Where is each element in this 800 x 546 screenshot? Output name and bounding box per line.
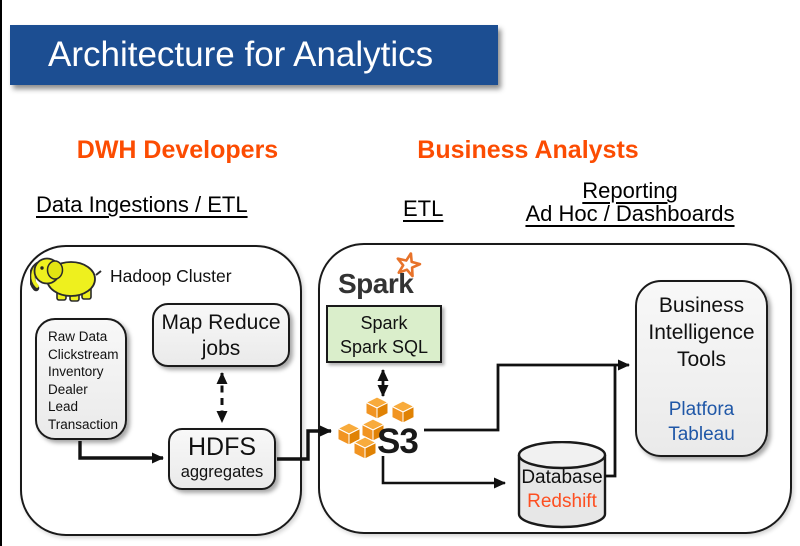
bi-tool-tableau: Tableau bbox=[668, 424, 735, 445]
heading-business-analysts: Business Analysts bbox=[417, 136, 639, 164]
raw-data-line: Dealer bbox=[48, 381, 88, 397]
label-reporting: Reporting bbox=[582, 178, 678, 203]
bi-line1: Business bbox=[658, 294, 745, 317]
spark-star-icon bbox=[396, 252, 422, 278]
database-label: Database bbox=[521, 467, 603, 488]
raw-data-line: Raw Data bbox=[48, 329, 108, 344]
bi-tool-platfora: Platfora bbox=[668, 399, 735, 420]
title-bar: Architecture for Analytics bbox=[10, 25, 498, 85]
redshift-label: Redshift bbox=[527, 491, 597, 512]
hdfs-box: HDFS aggregates bbox=[168, 428, 276, 490]
spark-sql-box: Spark Spark SQL bbox=[326, 305, 442, 363]
slide-left-border bbox=[0, 0, 2, 546]
raw-data-line: Lead bbox=[48, 399, 79, 415]
spark-box-line1: Spark bbox=[360, 313, 408, 333]
label-etl: ETL bbox=[403, 196, 444, 221]
database-cylinder-icon bbox=[517, 440, 607, 529]
raw-data-line: Inventory bbox=[48, 364, 104, 380]
spark-logo-text: Spark bbox=[338, 268, 414, 299]
s3-label: S3 bbox=[377, 422, 419, 461]
hdfs-label: HDFS bbox=[187, 433, 257, 461]
bi-line2: Intelligence bbox=[648, 321, 755, 344]
s3-cubes-icon bbox=[337, 397, 415, 459]
hadoop-cluster-label: Hadoop Cluster bbox=[110, 266, 232, 286]
business-intelligence-box: Business Intelligence Tools Platfora Tab… bbox=[635, 280, 768, 457]
map-reduce-label: Map Reduce bbox=[161, 311, 281, 334]
page-title: Architecture for Analytics bbox=[48, 35, 434, 74]
label-reporting-block: Reporting Ad Hoc / Dashboards bbox=[492, 179, 768, 225]
raw-data-line: Transaction bbox=[48, 416, 119, 432]
spark-logo: Spark bbox=[338, 252, 438, 300]
map-reduce-box: Map Reduce jobs bbox=[152, 303, 290, 367]
label-data-ingestions-etl: Data Ingestions / ETL bbox=[36, 192, 248, 217]
map-reduce-sublabel: jobs bbox=[201, 337, 241, 360]
label-adhoc-dashboards: Ad Hoc / Dashboards bbox=[525, 201, 735, 226]
spark-box-line2: Spark SQL bbox=[339, 337, 429, 357]
raw-data-line: Clickstream bbox=[48, 346, 119, 362]
hadoop-elephant-icon bbox=[30, 257, 102, 302]
heading-dwh-developers: DWH Developers bbox=[76, 136, 279, 164]
bi-line3: Tools bbox=[676, 348, 727, 371]
database-redshift: Database Redshift bbox=[517, 440, 607, 529]
hdfs-sublabel: aggregates bbox=[180, 463, 264, 481]
raw-data-box: Raw Data Clickstream Inventory Dealer Le… bbox=[35, 318, 127, 440]
